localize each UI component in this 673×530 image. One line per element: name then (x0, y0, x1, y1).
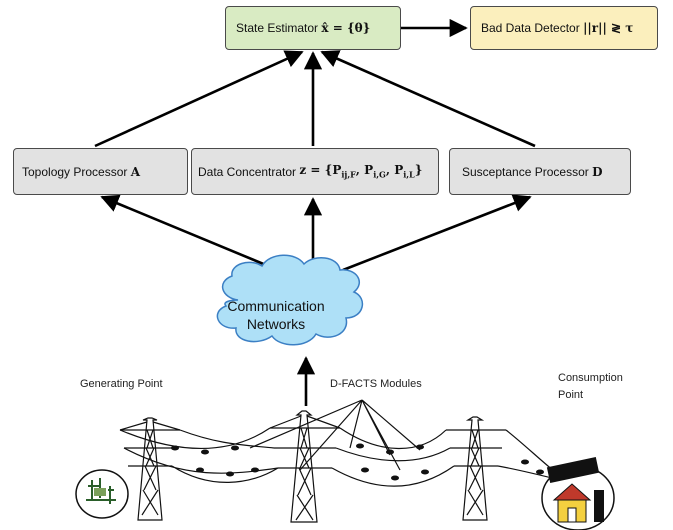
consumption-line-1: Consumption (558, 372, 623, 384)
data-concentrator-label: Data Concentrator (198, 164, 297, 179)
power-grid-illustration (119, 399, 561, 523)
state-estimator-math: x̂ = {θ} (321, 21, 371, 35)
dfacts-pointer-lines (249, 399, 421, 471)
dfacts-module-beads (171, 443, 544, 481)
communication-networks-label: Communication Networks (206, 297, 346, 333)
transmission-line-lower (123, 429, 561, 487)
susceptance-processor-label: Susceptance Processor (462, 164, 589, 179)
arrow-susceptance-to-estimator (320, 50, 536, 148)
transmission-tower-1 (119, 417, 181, 521)
bad-data-detector-box: Bad Data Detector ||r|| ≷ τ (470, 6, 658, 50)
topology-processor-math: A (130, 164, 141, 179)
cloud-line-1: Communication (227, 298, 325, 314)
state-estimator-box: State Estimator x̂ = {θ} (225, 6, 401, 50)
topology-processor-label: Topology Processor (22, 164, 128, 179)
flow-arrows (94, 18, 536, 406)
susceptance-processor-box: Susceptance Processor D (449, 148, 631, 195)
transmission-line-upper (119, 427, 451, 462)
data-concentrator-box: Data Concentrator z = {Pij,F, Pi,G, Pi,L… (191, 148, 439, 195)
susceptance-processor-math: D (592, 164, 603, 179)
generating-point-label: Generating Point (80, 378, 163, 390)
consumption-house-icon (541, 456, 615, 530)
arrow-cloud-to-susceptance (342, 194, 532, 272)
communication-cloud-shape (216, 254, 364, 346)
topology-processor-box: Topology Processor A (13, 148, 188, 195)
arrow-topology-to-estimator (94, 50, 304, 148)
arrow-cloud-to-topology (100, 194, 279, 272)
data-concentrator-math: z = {Pij,F, Pi,G, Pi,L} (299, 163, 423, 180)
bad-data-detector-label: Bad Data Detector (481, 21, 580, 35)
bad-data-detector-math: ||r|| ≷ τ (583, 21, 634, 35)
transmission-tower-2 (269, 410, 341, 523)
consumption-point-label: Consumption Point (558, 370, 623, 404)
cloud-line-2: Networks (246, 316, 306, 332)
state-estimator-label: State Estimator (236, 21, 319, 35)
generator-icon (75, 469, 129, 519)
transmission-tower-3 (446, 416, 506, 521)
dfacts-modules-label: D-FACTS Modules (330, 378, 422, 390)
consumption-line-2: Point (558, 389, 584, 401)
